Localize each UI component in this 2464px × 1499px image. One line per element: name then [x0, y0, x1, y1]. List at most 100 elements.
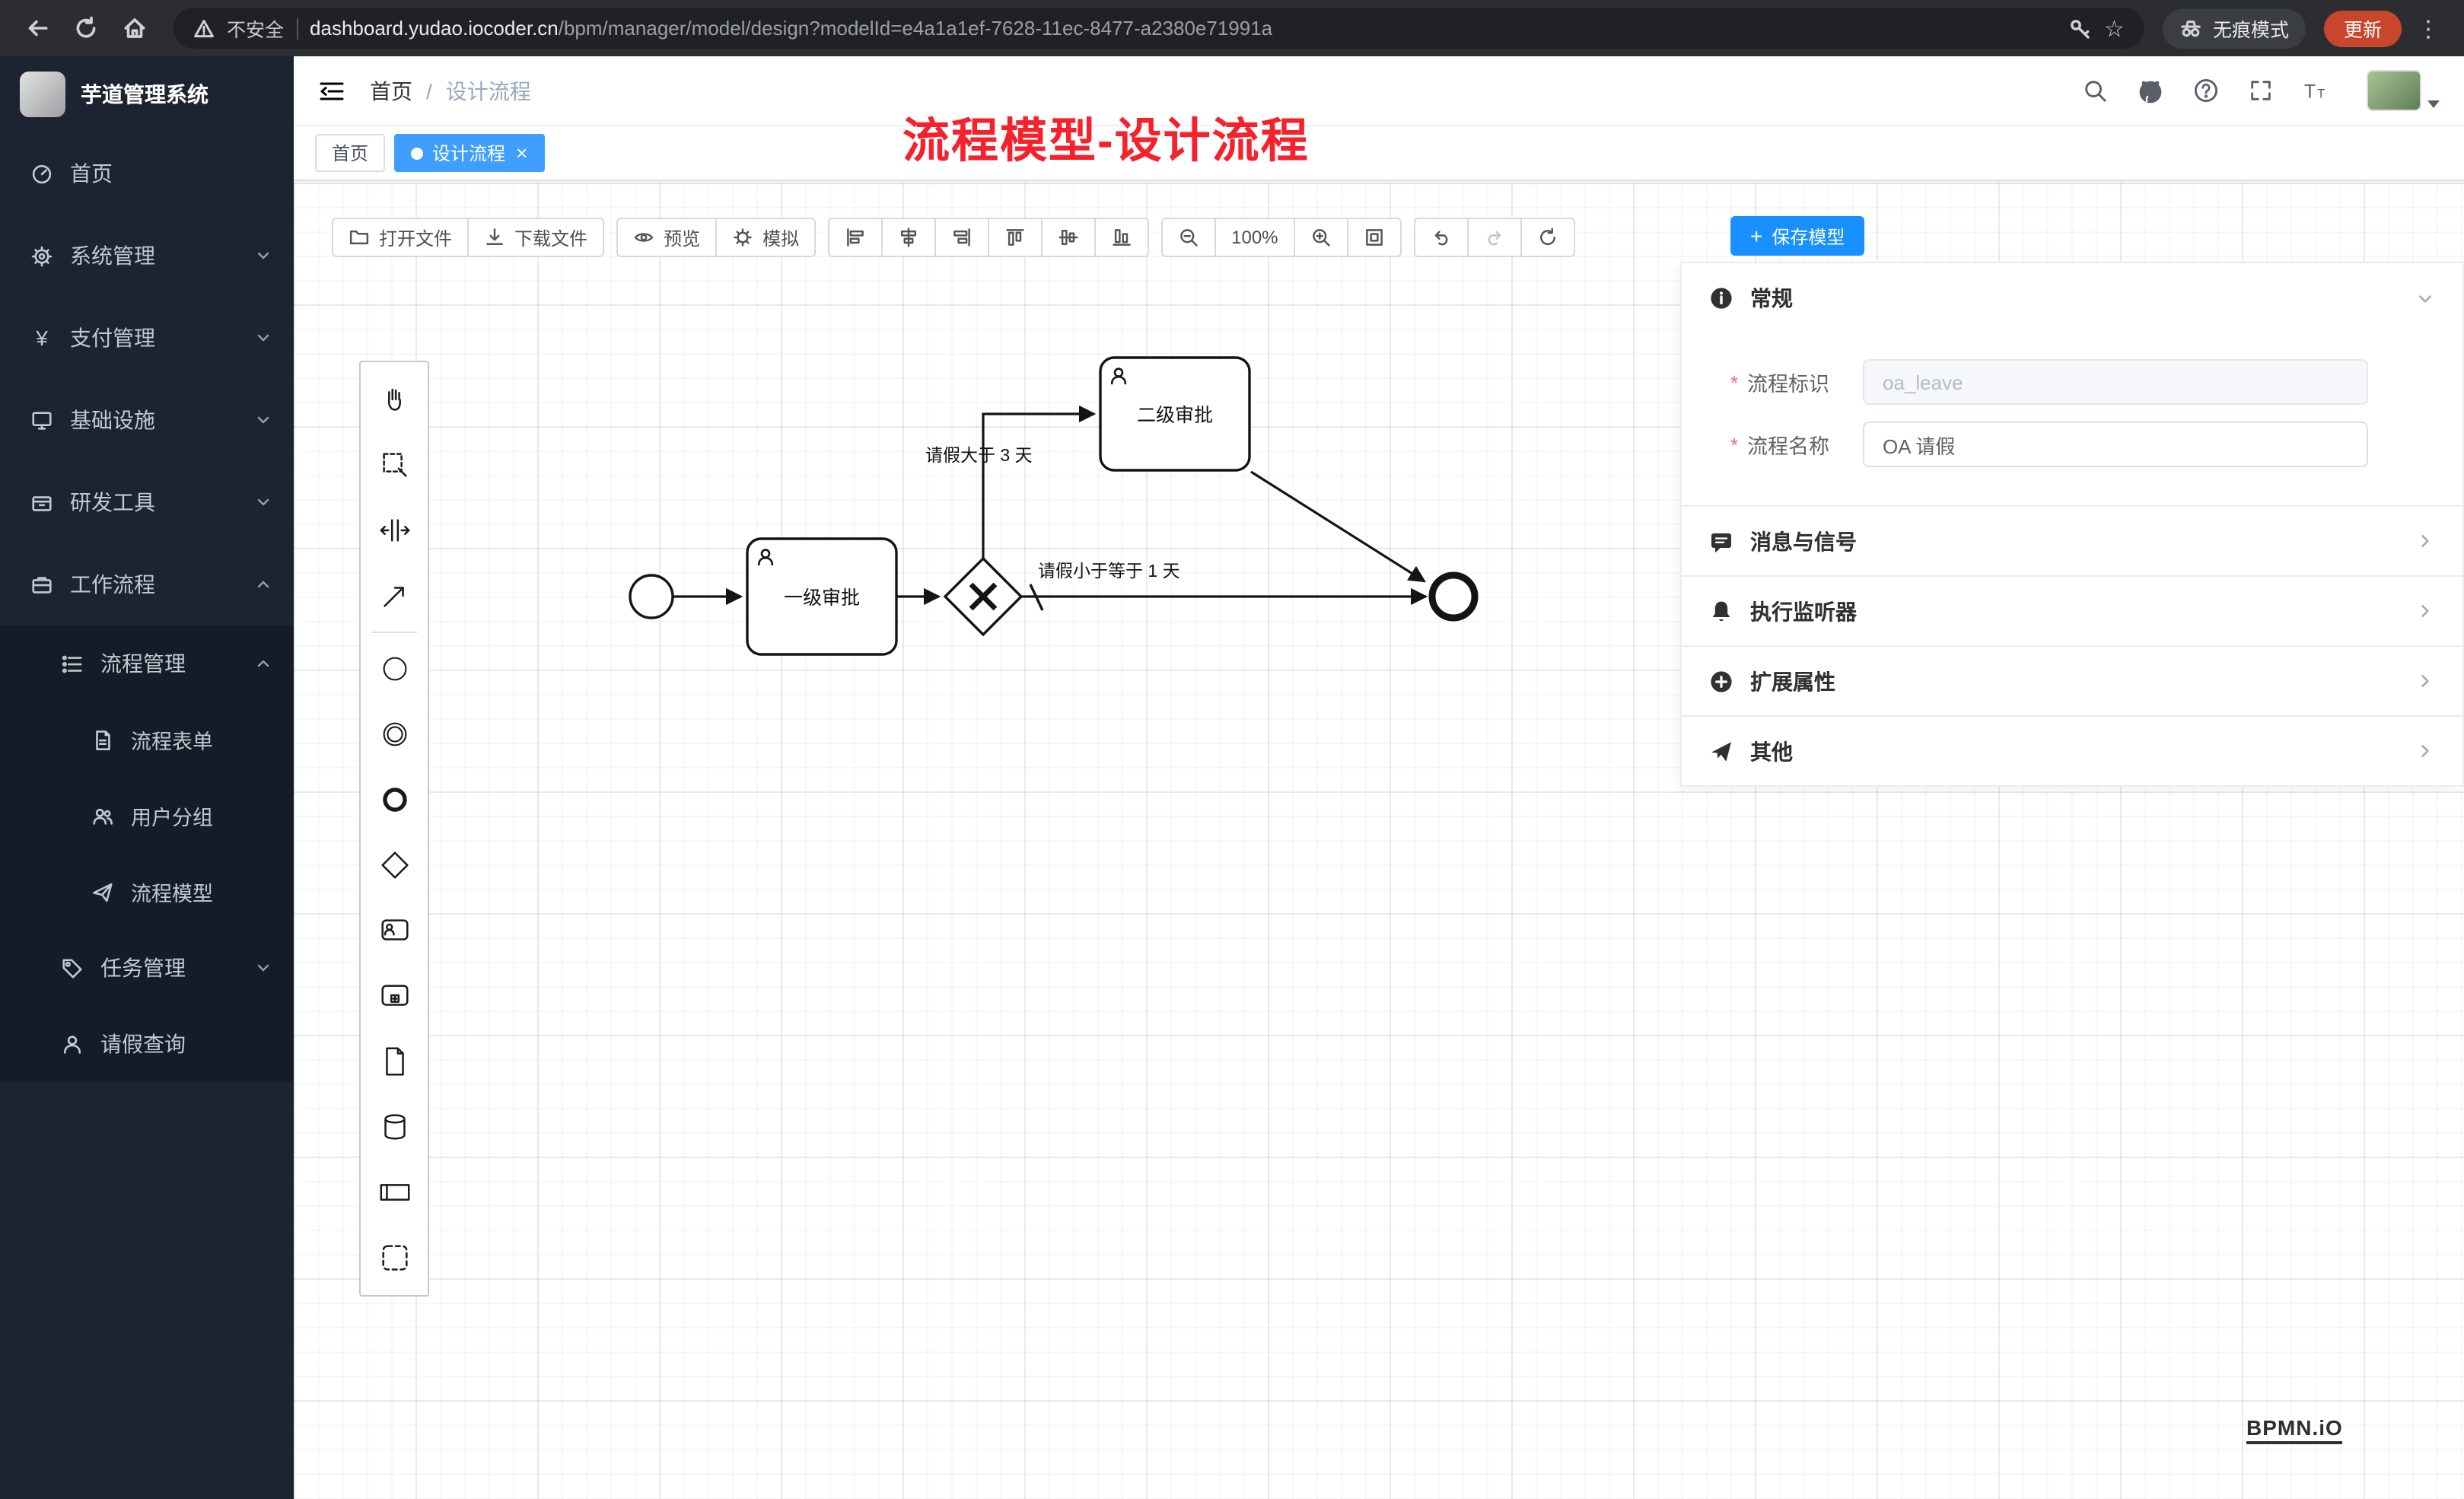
align-middle-button[interactable]	[1041, 218, 1097, 257]
bpmn-canvas[interactable]: 打开文件 下载文件 预览 模拟	[294, 183, 2464, 1499]
palette-participant[interactable]	[361, 1160, 428, 1225]
simulate-button[interactable]: 模拟	[715, 218, 817, 257]
process-key-input[interactable]	[1863, 359, 2368, 405]
sidebar-item-task-mgmt[interactable]: 任务管理	[0, 930, 294, 1006]
palette-file[interactable]	[361, 1029, 428, 1094]
browser-update-button[interactable]: 更新	[2323, 10, 2402, 46]
save-model-button[interactable]: + 保存模型	[1730, 216, 1865, 256]
home-icon[interactable]	[113, 7, 155, 49]
sidebar-item-process-mgmt[interactable]: 流程管理	[0, 625, 294, 702]
align-center-button[interactable]	[881, 218, 937, 257]
sidebar-item-infra[interactable]: 基础设施	[0, 379, 294, 461]
url-text[interactable]: dashboard.yudao.iocoder.cn/bpm/manager/m…	[310, 17, 1272, 40]
tab-home[interactable]: 首页	[315, 134, 386, 172]
process-name-input[interactable]	[1863, 422, 2368, 467]
restart-button[interactable]	[1520, 218, 1575, 257]
flow-gateway-to-task2[interactable]	[982, 405, 1097, 559]
required-marker: *	[1730, 371, 1739, 393]
palette-group[interactable]	[361, 1225, 428, 1291]
sidebar-item-system[interactable]: 系统管理	[0, 215, 294, 297]
sidebar-item-user-group[interactable]: 用户分组	[0, 778, 294, 854]
breadcrumb-home[interactable]: 首页	[370, 78, 412, 103]
gear-icon	[31, 245, 53, 266]
reload-icon[interactable]	[64, 7, 107, 49]
palette-start-event[interactable]	[361, 636, 428, 702]
palette-call-activity[interactable]	[361, 963, 428, 1029]
palette-hand-tool[interactable]	[361, 367, 428, 432]
briefcase-icon	[32, 576, 52, 593]
call-activity-icon	[380, 985, 408, 1006]
app-logo-row[interactable]: 芋道管理系统	[0, 56, 294, 132]
help-icon[interactable]	[2193, 78, 2219, 103]
palette-connect-tool[interactable]	[361, 563, 428, 629]
bookmark-star-icon[interactable]: ☆	[2104, 16, 2125, 42]
sidebar-item-payment[interactable]: ¥ 支付管理	[0, 297, 294, 379]
undo-button[interactable]	[1413, 218, 1469, 257]
open-file-button[interactable]: 打开文件	[332, 218, 470, 257]
sidebar-item-process-model[interactable]: 流程模型	[0, 854, 294, 930]
back-icon[interactable]	[15, 7, 58, 49]
tab-close-icon[interactable]: ×	[516, 142, 528, 164]
tab-design-process[interactable]: 设计流程 ×	[394, 134, 545, 172]
download-file-button[interactable]: 下载文件	[467, 218, 605, 257]
zoom-out-button[interactable]	[1161, 218, 1217, 257]
zoom-in-button[interactable]	[1293, 218, 1348, 257]
process-name-row: * 流程名称	[1682, 422, 2462, 467]
zoom-reset-button[interactable]	[1346, 218, 1402, 257]
incognito-badge: 无痕模式	[2162, 8, 2306, 48]
align-left-icon	[847, 228, 864, 247]
sidebar-item-leave-query[interactable]: 请假查询	[0, 1006, 294, 1082]
chevron-up-icon	[257, 660, 269, 667]
password-key-icon[interactable]	[2068, 16, 2092, 40]
redo-button[interactable]	[1466, 218, 1522, 257]
url-bar[interactable]: 不安全 dashboard.yudao.iocoder.cn/bpm/manag…	[173, 8, 2144, 49]
user-menu[interactable]	[2367, 70, 2440, 111]
bpmn-io-logo[interactable]: BPMN.iO	[2246, 1415, 2343, 1444]
align-right-icon	[953, 228, 970, 247]
section-general[interactable]: 常规	[1682, 263, 2462, 333]
align-right-button[interactable]	[934, 218, 990, 257]
section-other[interactable]: 其他	[1682, 715, 2462, 785]
task-level2-node[interactable]	[1099, 356, 1251, 472]
sidebar-item-process-form[interactable]: 流程表单	[0, 702, 294, 778]
palette-datastore[interactable]	[361, 1094, 428, 1160]
preview-button[interactable]: 预览	[616, 218, 718, 257]
palette-gateway[interactable]	[361, 832, 428, 898]
browser-menu-icon[interactable]: ⋮	[2417, 16, 2440, 42]
align-left-button[interactable]	[828, 218, 883, 257]
section-message-signal[interactable]: 消息与信号	[1682, 505, 2462, 575]
palette-user-task[interactable]	[361, 898, 428, 963]
sidebar-item-home[interactable]: 首页	[0, 132, 294, 215]
palette-end-event[interactable]	[361, 767, 428, 832]
align-top-button[interactable]	[988, 218, 1043, 257]
download-icon	[486, 228, 503, 245]
bell-icon	[1712, 600, 1730, 621]
edge-label-le[interactable]: 请假小于等于 1 天	[1038, 563, 1180, 581]
message-icon	[1711, 533, 1731, 552]
end-event-node[interactable]	[1428, 571, 1479, 622]
sidebar-collapse-icon[interactable]	[318, 77, 345, 104]
security-label[interactable]: 不安全	[227, 20, 285, 41]
task-level1-node[interactable]	[746, 537, 898, 656]
github-icon[interactable]	[2137, 77, 2164, 104]
plus-icon: +	[1750, 224, 1763, 248]
sidebar: 芋道管理系统 首页 系统管理 ¥ 支付管理 基础设施 研发工具 工作	[0, 56, 294, 1499]
fullscreen-icon[interactable]	[2248, 78, 2274, 103]
flow-task2-to-end[interactable]	[1250, 470, 1426, 583]
align-bottom-button[interactable]	[1094, 218, 1150, 257]
section-ext-attrs[interactable]: 扩展属性	[1682, 645, 2462, 715]
palette-intermediate-event[interactable]	[361, 702, 428, 767]
palette-space-tool[interactable]	[361, 498, 428, 563]
sidebar-item-workflow[interactable]: 工作流程	[0, 543, 294, 625]
section-exec-listener[interactable]: 执行监听器	[1682, 575, 2462, 645]
bpmn-palette	[359, 361, 429, 1297]
start-event-node[interactable]	[629, 574, 674, 619]
sidebar-item-devtools[interactable]: 研发工具	[0, 461, 294, 543]
edge-label-gt[interactable]: 请假大于 3 天	[925, 447, 1033, 466]
active-tab-dot	[411, 147, 424, 159]
required-marker: *	[1730, 433, 1739, 456]
palette-lasso-tool[interactable]	[361, 432, 428, 498]
search-icon[interactable]	[2082, 78, 2108, 103]
